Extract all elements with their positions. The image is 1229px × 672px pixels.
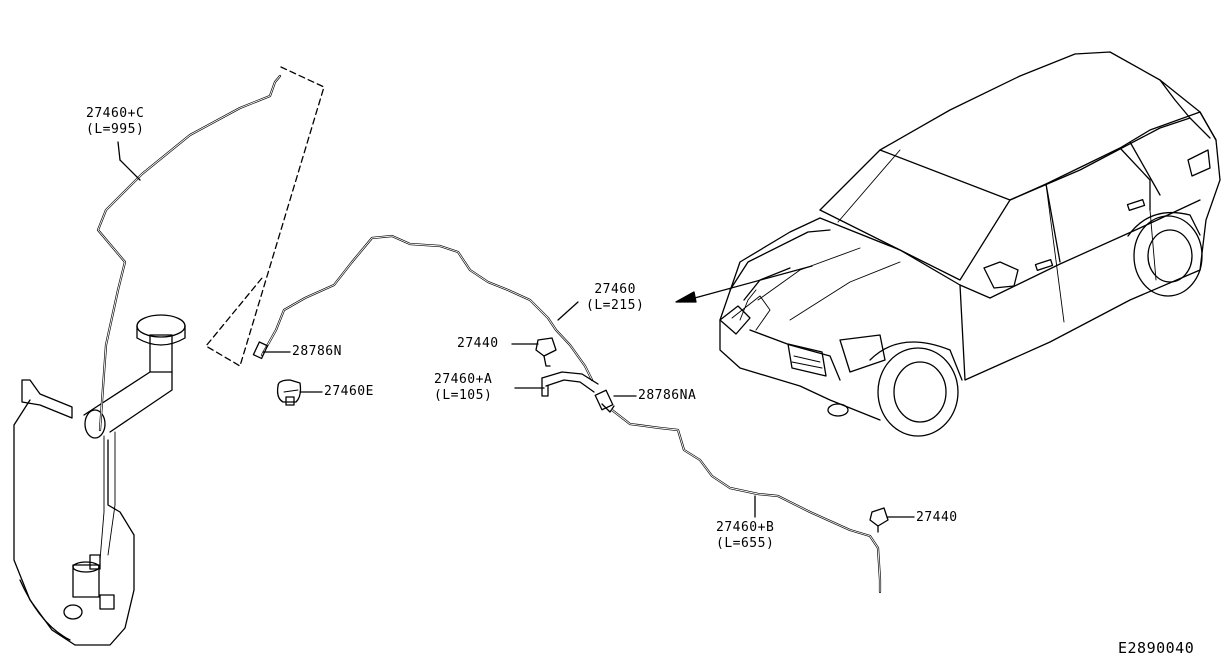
part-number: 27440 bbox=[457, 336, 499, 351]
hose-27460-b bbox=[610, 408, 882, 594]
nozzle-27440-left bbox=[535, 337, 557, 367]
part-number: 27460 bbox=[594, 282, 636, 297]
part-number: 27460+A bbox=[434, 372, 493, 387]
part-length: (L=655) bbox=[716, 536, 775, 551]
part-length: (L=995) bbox=[86, 122, 145, 137]
part-number: 28786N bbox=[292, 344, 342, 359]
callout-hose-27460-b: 27460+B (L=655) bbox=[716, 520, 774, 552]
callout-nozzle-27440-left: 27440 bbox=[457, 336, 499, 352]
callout-joint-28786na: 28786NA bbox=[638, 388, 696, 404]
joint-28786na bbox=[594, 389, 615, 413]
part-number: 27460+C bbox=[86, 106, 145, 121]
washer-tank bbox=[13, 314, 186, 646]
callout-hose-27460: 27460 (L=215) bbox=[586, 282, 644, 314]
clip-27460e bbox=[276, 379, 302, 406]
hose-27460-c bbox=[96, 74, 282, 432]
part-length: (L=105) bbox=[434, 388, 493, 403]
part-number: 27440 bbox=[916, 510, 958, 525]
hose-27460-a bbox=[541, 371, 599, 397]
callout-clip-27460e: 27460E bbox=[324, 384, 374, 400]
callout-nozzle-27440-right: 27440 bbox=[916, 510, 958, 526]
nozzle-27440-right bbox=[869, 507, 889, 533]
hood-reference-outline bbox=[205, 66, 325, 367]
part-number: 27460E bbox=[324, 384, 374, 399]
part-length: (L=215) bbox=[586, 298, 645, 313]
joint-28786n bbox=[252, 341, 269, 360]
vehicle-illustration bbox=[675, 51, 1221, 437]
callout-hose-27460-a: 27460+A (L=105) bbox=[434, 372, 492, 404]
callout-joint-28786n: 28786N bbox=[292, 344, 342, 360]
leader-lines bbox=[117, 141, 915, 518]
callout-hose-27460-c: 27460+C (L=995) bbox=[86, 106, 144, 138]
part-number: 27460+B bbox=[716, 520, 775, 535]
diagram-code-text: E2890040 bbox=[1118, 639, 1195, 657]
part-number: 28786NA bbox=[638, 388, 697, 403]
diagram-code: E2890040 bbox=[1118, 640, 1194, 656]
hose-27460-under-hood bbox=[260, 234, 594, 382]
